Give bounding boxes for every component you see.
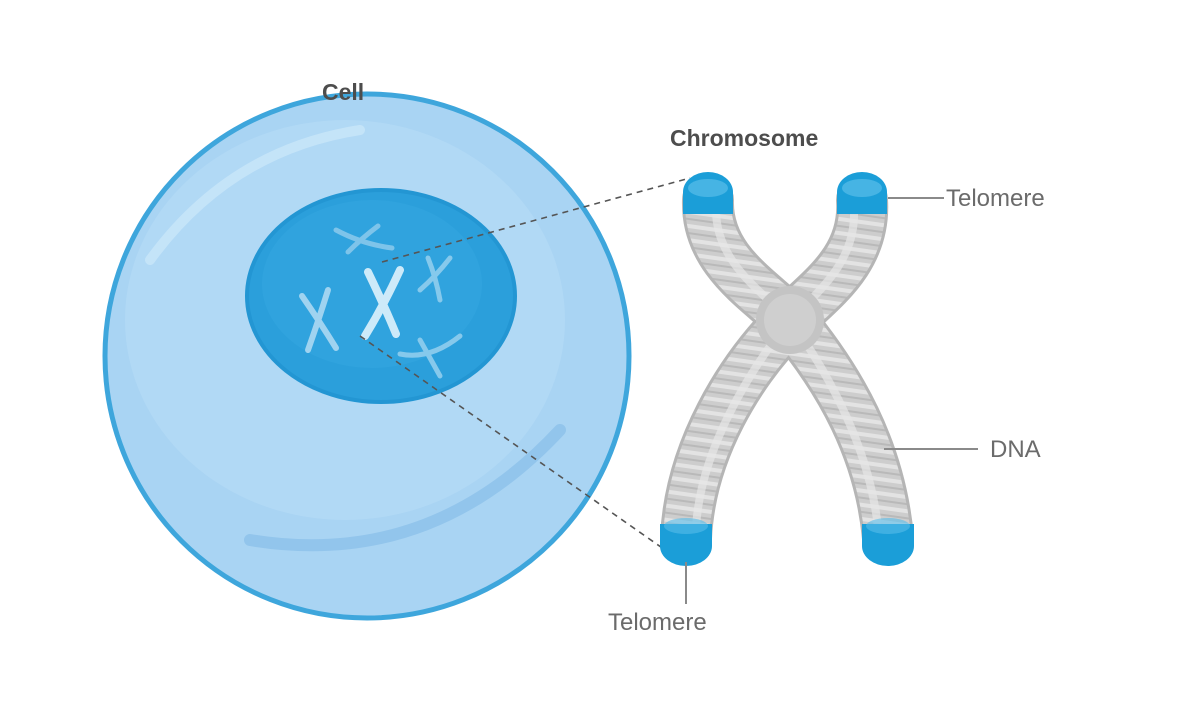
cell-shadow-arc (244, 424, 566, 552)
zoom-lines (359, 177, 691, 553)
telomere-cap-upper-left (683, 172, 733, 214)
nucleus-chromosome-bottom (397, 333, 463, 379)
nucleus-chromosome-right (417, 255, 453, 303)
nucleus-chromosome-left (299, 287, 339, 353)
cell-rim-shine (145, 125, 365, 265)
dna-label: DNA (990, 436, 1041, 463)
cell (102, 91, 632, 621)
nucleus-chromosome-center (361, 266, 404, 340)
telomere-cap-lower-right (862, 518, 914, 566)
zoom-line-bottom (359, 335, 669, 553)
telomere-top-label: Telomere (946, 185, 1045, 212)
cell-label: Cell (322, 79, 364, 105)
chromosome (660, 172, 914, 566)
nucleus (245, 188, 517, 404)
telomere-bottom-label: Telomere (608, 609, 707, 636)
chromosome-label: Chromosome (670, 125, 818, 151)
zoom-line-top (381, 177, 691, 263)
telomere-cap-lower-left (660, 518, 712, 566)
nucleus-chromosome-top (333, 223, 395, 255)
telomere-cap-upper-right (837, 172, 887, 214)
